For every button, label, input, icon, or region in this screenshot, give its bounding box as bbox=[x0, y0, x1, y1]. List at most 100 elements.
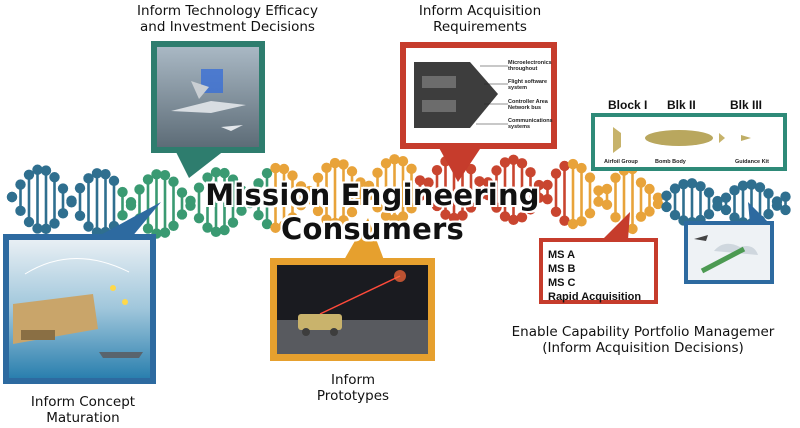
helix-node bbox=[491, 202, 502, 213]
helix-node bbox=[601, 199, 613, 210]
helix-node bbox=[780, 191, 791, 202]
helix-node bbox=[610, 172, 621, 184]
helix-node bbox=[312, 172, 324, 183]
helix-node bbox=[661, 201, 672, 213]
technology-callout-pointer bbox=[175, 150, 225, 178]
helix-node bbox=[32, 164, 43, 175]
helix-node bbox=[729, 212, 740, 223]
helix-node bbox=[32, 223, 43, 234]
helix-node bbox=[117, 186, 128, 198]
helix-node bbox=[261, 167, 273, 179]
helix-node bbox=[108, 175, 120, 187]
helix-node bbox=[431, 200, 443, 212]
milestones-panel bbox=[539, 238, 658, 304]
helix-node bbox=[270, 162, 281, 174]
helix-node bbox=[15, 205, 26, 217]
helix-node bbox=[474, 176, 485, 187]
helix-node bbox=[219, 224, 230, 236]
prototypes-panel bbox=[270, 258, 435, 361]
helix-node bbox=[287, 212, 298, 223]
helix-node bbox=[91, 168, 103, 179]
helix-node bbox=[703, 187, 715, 198]
helix-node bbox=[474, 190, 485, 201]
helix-node bbox=[669, 209, 681, 221]
helix-node bbox=[380, 158, 392, 169]
helix-node bbox=[465, 163, 477, 175]
helix-node bbox=[644, 206, 655, 217]
helix-node bbox=[287, 170, 298, 181]
helix-node bbox=[686, 178, 698, 189]
milestone-rapid-acquisition: Rapid Acquisition bbox=[548, 291, 642, 303]
spacecraft-schematic bbox=[406, 48, 551, 143]
helix-node bbox=[397, 156, 409, 167]
helix-node bbox=[202, 172, 213, 183]
helix-node bbox=[83, 173, 94, 184]
helix-node bbox=[491, 165, 502, 176]
acquisition-requirements-panel bbox=[400, 42, 557, 149]
bomb-body-label: Bomb Body bbox=[655, 159, 686, 165]
helix-node bbox=[338, 159, 349, 170]
helix-node bbox=[576, 216, 587, 227]
helix-node bbox=[74, 210, 86, 222]
helix-node bbox=[253, 178, 264, 189]
helix-node bbox=[482, 189, 494, 201]
helix-node bbox=[567, 158, 579, 170]
helix-node bbox=[763, 188, 774, 199]
helix-node bbox=[712, 201, 723, 212]
helix-node bbox=[100, 169, 111, 180]
helix-node bbox=[754, 182, 766, 193]
helix-node bbox=[210, 226, 222, 238]
helix-node bbox=[49, 218, 60, 229]
aircraft-image bbox=[157, 47, 259, 147]
helix-node bbox=[57, 183, 69, 194]
helix-node bbox=[576, 162, 587, 174]
helix-node bbox=[304, 185, 315, 197]
helix-node bbox=[423, 188, 434, 199]
helix-node bbox=[720, 204, 732, 216]
helix-node bbox=[720, 192, 732, 203]
helix-node bbox=[372, 167, 383, 179]
helix-node bbox=[176, 209, 188, 220]
helix-node bbox=[49, 172, 60, 183]
helix-node bbox=[601, 183, 613, 195]
callout-communications: Communications systems bbox=[508, 118, 553, 130]
helix-node bbox=[355, 194, 366, 205]
helix-node bbox=[746, 179, 757, 190]
helix-node bbox=[210, 167, 222, 178]
helix-node bbox=[57, 208, 69, 219]
laser-vehicle-image bbox=[277, 265, 428, 354]
helix-node bbox=[499, 211, 511, 222]
block-increments-panel bbox=[591, 113, 787, 171]
helix-node bbox=[6, 191, 18, 203]
helix-node bbox=[508, 154, 519, 166]
helix-node bbox=[431, 164, 443, 176]
helix-node bbox=[363, 180, 375, 192]
callout-flight-software: Flight software system bbox=[508, 79, 548, 91]
helix-node bbox=[15, 179, 26, 190]
helix-node bbox=[380, 210, 392, 222]
helix-node bbox=[448, 212, 460, 224]
helix-node bbox=[125, 197, 137, 208]
helix-node bbox=[440, 209, 451, 220]
helix-node bbox=[533, 179, 545, 191]
helix-node bbox=[559, 215, 570, 226]
milestone-ms-c: MS C bbox=[548, 277, 576, 289]
helix-node bbox=[635, 177, 647, 188]
helix-node bbox=[771, 196, 783, 207]
helix-node bbox=[142, 223, 154, 234]
main-title: Mission Engineering Consumers bbox=[205, 178, 540, 246]
helix-node bbox=[729, 185, 740, 196]
munition-block-image bbox=[595, 117, 783, 167]
helix-node bbox=[584, 172, 596, 183]
strike-image-panel bbox=[684, 221, 774, 284]
helix-node bbox=[168, 220, 179, 231]
helix-node bbox=[389, 154, 400, 165]
helix-node bbox=[406, 203, 417, 214]
helix-node bbox=[508, 214, 519, 226]
callout-can-bus: Controller Area Network bus bbox=[508, 99, 548, 111]
helix-node bbox=[457, 210, 468, 221]
block-2-label: Blk II bbox=[667, 98, 696, 112]
